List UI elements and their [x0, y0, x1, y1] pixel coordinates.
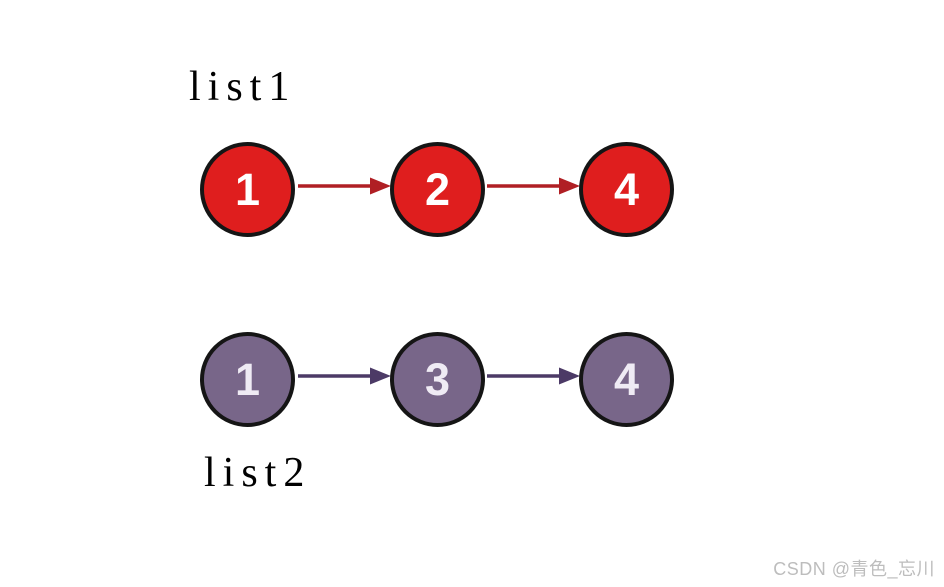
- arrow-right-icon: [298, 367, 391, 385]
- list1-node-1: 1: [200, 142, 295, 237]
- list1-label: list1: [189, 64, 297, 110]
- list1-node-2: 2: [390, 142, 485, 237]
- node-value: 1: [234, 354, 261, 405]
- node-value: 3: [424, 354, 451, 405]
- list2-node-1: 1: [200, 332, 295, 427]
- node-value: 1: [234, 164, 261, 215]
- list2-node-2: 3: [390, 332, 485, 427]
- list2-label: list2: [204, 450, 312, 496]
- arrow-right-icon: [487, 367, 580, 385]
- node-value: 4: [613, 164, 640, 215]
- list1-node-3: 4: [579, 142, 674, 237]
- node-value: 2: [424, 164, 451, 215]
- csdn-watermark: CSDN @青色_忘川: [773, 559, 935, 579]
- node-value: 4: [613, 354, 640, 405]
- list2-node-3: 4: [579, 332, 674, 427]
- arrow-right-icon: [298, 177, 391, 195]
- arrow-right-icon: [487, 177, 580, 195]
